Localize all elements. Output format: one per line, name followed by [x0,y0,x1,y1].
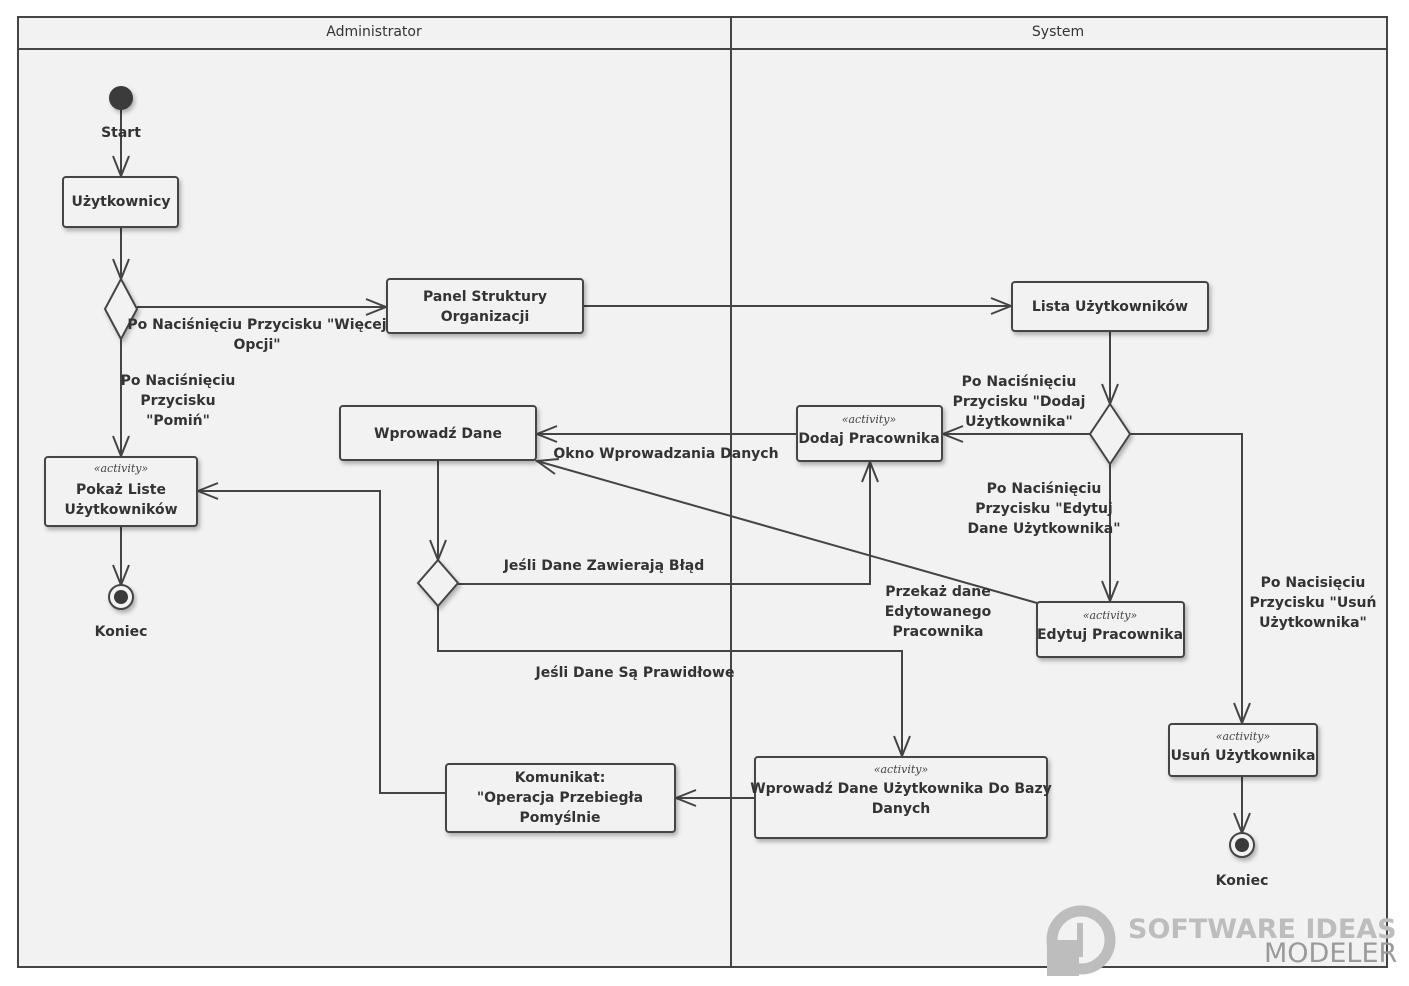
action-uzytkownicy[interactable]: Użytkownicy [62,176,179,228]
flow-label-okno: Okno Wprowadzania Danych [553,446,778,462]
logo-bar [1077,923,1083,957]
edge-labels: Po Naciśnięciu Przycisku "Więcej Opcji" … [121,317,1377,681]
guard-label-usun: Użytkownika" [1259,615,1367,631]
final-node-system-core [1235,838,1249,852]
action-label: Organizacji [441,309,530,325]
action-label: Pomyślnie [520,810,601,826]
action-box [62,176,179,228]
action-label: "Operacja Przebiegła [477,790,643,806]
action-pokaz-liste[interactable]: «activity» Pokaż Liste Użytkowników [44,456,198,527]
action-lista-uzytkownikow[interactable]: Lista Użytkowników [1011,281,1209,332]
flow-label-przekaz: Przekaż dane [885,584,991,600]
edge-decision-usun [1130,433,1243,723]
final-node-admin-core [114,590,128,604]
action-label: Edytuj Pracownika [1037,627,1183,643]
guard-label-blad: Jeśli Dane Zawierają Błąd [503,558,705,574]
final-node-admin-label: Koniec [95,624,148,640]
guard-label-dodaj: Użytkownika" [965,414,1073,430]
action-label: Danych [872,801,930,817]
guard-label-dodaj: Przycisku "Dodaj [953,394,1086,410]
initial-node[interactable] [109,86,133,110]
decision-nodes [103,276,1132,608]
edge-blad-dodaj [458,462,871,585]
stereotype-label: «activity» [1083,609,1137,622]
stereotype-label: «activity» [94,462,148,475]
action-label: Wprowadź Dane [374,426,502,442]
stereotype-label: «activity» [842,413,896,426]
action-label: Użytkowników [64,502,177,518]
action-label: Pokaż Liste [76,482,166,498]
guard-label-pomin: Po Naciśnięciu [121,373,236,389]
action-label: Lista Użytkowników [1032,299,1188,315]
action-dodaj-pracownika[interactable]: «activity» Dodaj Pracownika [796,405,943,462]
action-label: Użytkownicy [71,194,170,210]
action-komunikat[interactable]: Komunikat: "Operacja Przebiegła Pomyślni… [445,763,676,833]
action-label: Usuń Użytkownika [1171,748,1316,764]
action-box [1168,723,1318,777]
decision-node-validation[interactable] [416,558,460,608]
guard-label-wiecej-opcji: Opcji" [233,337,280,353]
edge-edytuj-wprowadz [536,460,1038,604]
action-wprowadz-do-bazy[interactable]: «activity» Wprowadź Dane Użytkownika Do … [750,756,1052,839]
action-box [445,763,676,833]
watermark-logo: SOFTWARE IDEAS MODELER [1046,905,1397,976]
action-box [386,278,584,334]
action-label: Wprowadź Dane Użytkownika Do Bazy [750,781,1052,797]
action-box [754,756,1048,839]
flow-label-przekaz: Edytowanego [885,604,992,620]
stereotype-label: «activity» [874,763,928,776]
action-label: Dodaj Pracownika [798,431,939,447]
lane-title-administrator: Administrator [326,24,422,40]
arrowhead [534,458,560,475]
final-node-system-label: Koniec [1216,873,1269,889]
action-edytuj-pracownika[interactable]: «activity» Edytuj Pracownika [1036,601,1185,658]
action-box [339,405,537,461]
logo-text-main: SOFTWARE IDEAS [1128,914,1397,945]
initial-node-label: Start [101,125,141,141]
action-nodes: Użytkownicy Panel Struktury Organizacji … [44,176,1318,839]
stereotype-label: «activity» [1216,730,1270,743]
action-label: Panel Struktury [423,289,547,305]
guard-label-prawidlowe: Jeśli Dane Są Prawidłowe [535,665,735,681]
action-box [1036,601,1185,658]
decision-node-action[interactable] [1088,402,1132,466]
guard-label-edytuj: Dane Użytkownika" [967,521,1120,537]
guard-label-edytuj: Po Naciśnięciu [987,481,1102,497]
action-box [44,456,198,527]
control-nodes: Start Koniec Koniec [95,86,1269,889]
guard-label-usun: Po Nacisięciu [1261,575,1366,591]
action-box [1011,281,1209,332]
action-panel-struktury[interactable]: Panel Struktury Organizacji [386,278,584,334]
logo-block [1047,940,1079,976]
logo-text-sub: MODELER [1264,938,1397,969]
action-wprowadz-dane[interactable]: Wprowadź Dane [339,405,537,461]
decision-node-menu[interactable] [103,276,139,342]
guard-label-edytuj: Przycisku "Edytuj [975,501,1112,517]
guard-label-wiecej-opcji: Po Naciśnięciu Przycisku "Więcej [127,317,386,333]
edge-prawidlowe-db [437,606,903,756]
guard-label-dodaj: Po Naciśnięciu [962,374,1077,390]
flow-label-przekaz: Pracownika [893,624,984,640]
guard-label-pomin: "Pomiń" [146,413,210,429]
action-usun-uzytkownika[interactable]: «activity» Usuń Użytkownika [1168,723,1318,777]
lane-title-system: System [1032,24,1084,40]
edge-komunikat-pokaz [198,490,446,794]
guard-label-usun: Przycisku "Usuń [1250,595,1377,611]
action-label: Komunikat: [515,770,606,786]
guard-label-pomin: Przycisku [140,393,215,409]
edges [120,110,1243,833]
action-box [796,405,943,462]
